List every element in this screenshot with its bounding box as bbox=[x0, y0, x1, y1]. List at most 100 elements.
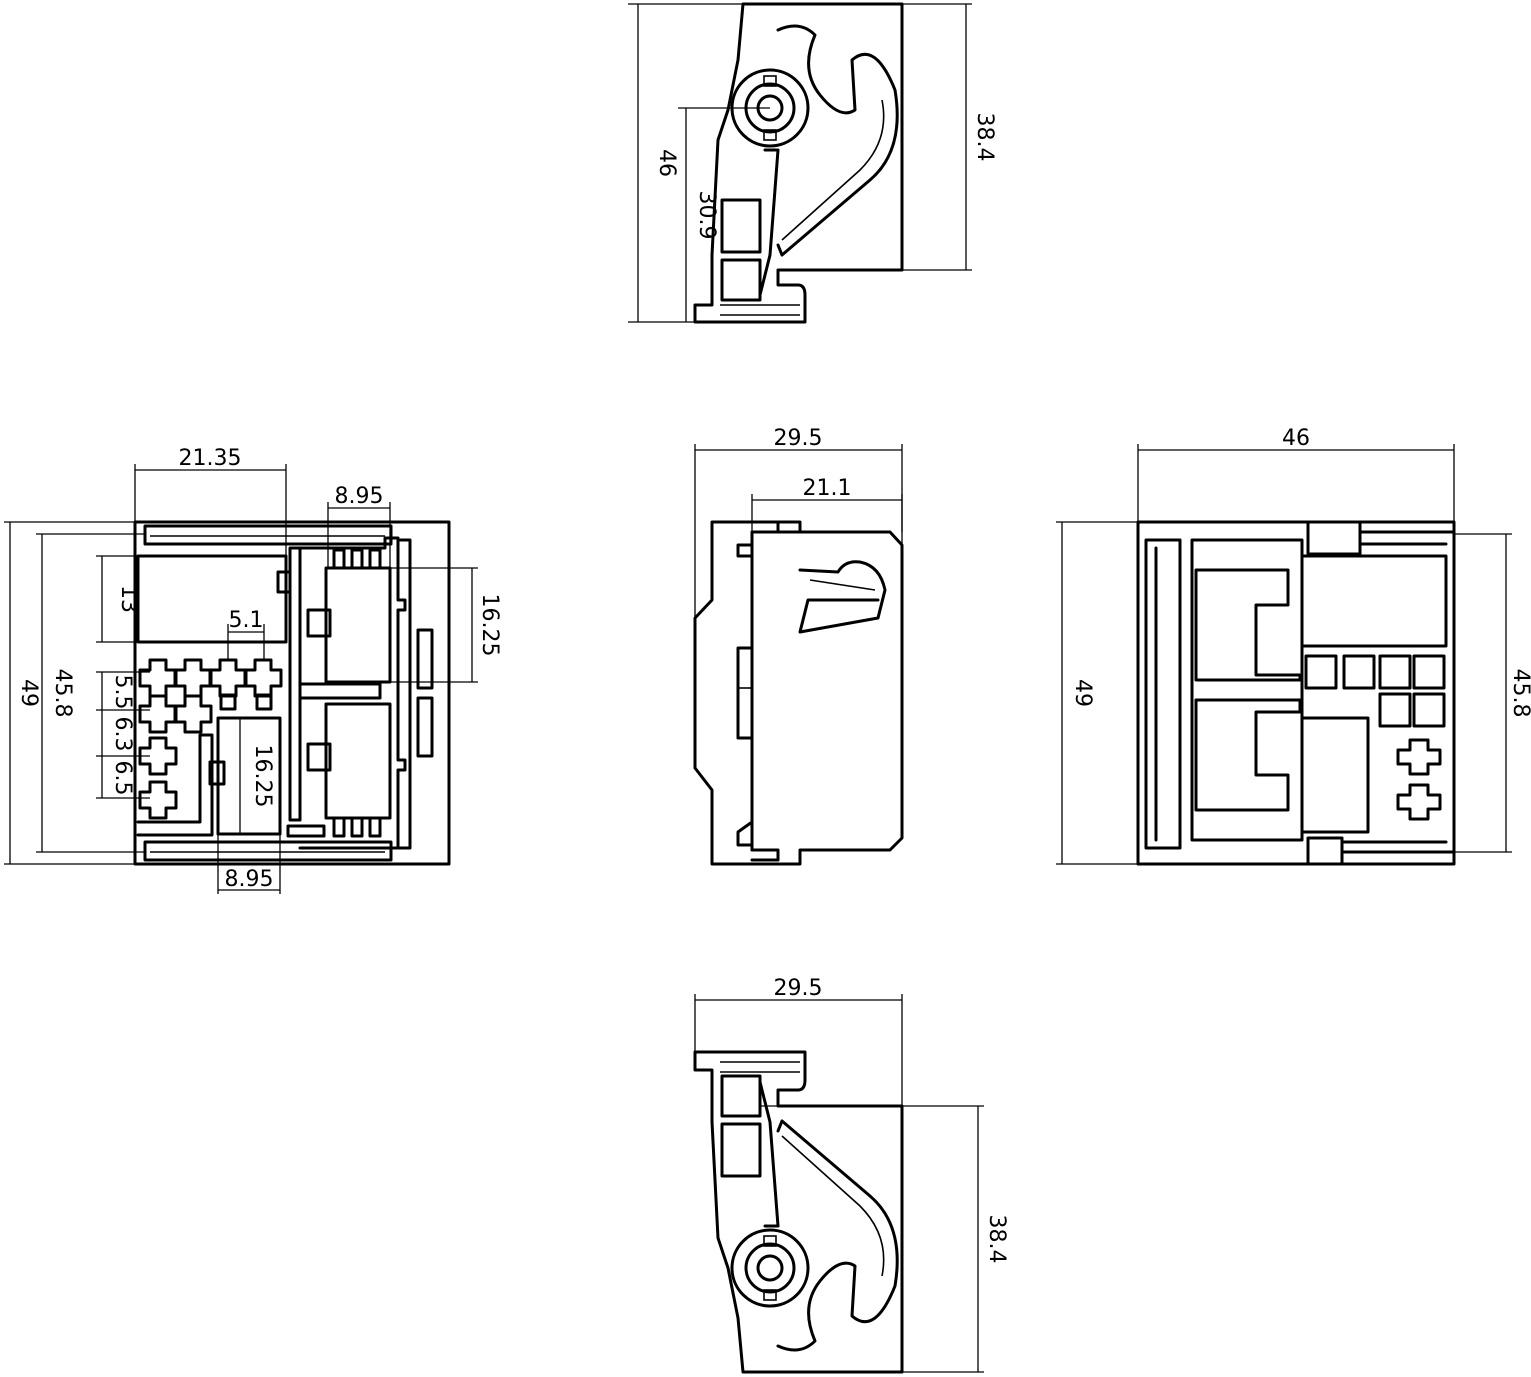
front-view-dim-16-25-right-label: 16.25 bbox=[477, 594, 502, 657]
front-view-pin-r4c1 bbox=[138, 780, 178, 820]
front-view: 21.35 8.95 13 5.1 16.25 16.25 49 45.8 5.… bbox=[4, 446, 502, 894]
front-view-upper-socket-latch bbox=[306, 608, 332, 638]
side-view-top-tab bbox=[736, 520, 780, 558]
bottom-view-hinge-pin bbox=[756, 1254, 784, 1282]
bottom-view-body-outline bbox=[693, 1050, 904, 1374]
side-view-bottom-tab bbox=[736, 820, 780, 862]
bottom-view-hinge-key-bottom bbox=[763, 1289, 777, 1301]
front-view-dim-5-1 bbox=[227, 624, 265, 660]
side-view-outline bbox=[693, 520, 904, 866]
top-view-dim-46 bbox=[628, 3, 743, 323]
side-view-dim-21-1-label: 21.1 bbox=[803, 476, 852, 501]
front-view-dim-21-35-label: 21.35 bbox=[179, 446, 242, 471]
rear-view-pin-2 bbox=[1342, 654, 1376, 690]
top-view-dim-38-4 bbox=[902, 3, 972, 271]
rear-view-pin-8 bbox=[1396, 783, 1442, 821]
side-view-mid-slot bbox=[736, 646, 754, 740]
top-view-dim-46-label: 46 bbox=[654, 149, 679, 177]
front-view-pin-r1c3 bbox=[208, 658, 248, 698]
front-view-dim-6-5-label: 6.5 bbox=[110, 761, 135, 796]
bottom-view-hinge-mid bbox=[744, 1242, 796, 1294]
front-view-pin-slot-4 bbox=[332, 816, 346, 838]
bottom-view-dim-29-5-label: 29.5 bbox=[774, 976, 823, 1001]
rear-view-right-edge bbox=[1444, 530, 1456, 854]
rear-view-socket-lower bbox=[1194, 698, 1302, 812]
front-view-pin-slot-6 bbox=[368, 816, 382, 838]
front-view-dim-8-95-bottom bbox=[217, 834, 281, 894]
bottom-view-rib-1 bbox=[720, 1074, 762, 1118]
front-view-pin-r3c1 bbox=[138, 736, 178, 776]
rear-view-pin-3 bbox=[1378, 654, 1412, 690]
front-view-outline bbox=[133, 520, 451, 866]
bottom-view-hinge-outer bbox=[730, 1228, 810, 1308]
front-view-pin-slot-1 bbox=[332, 548, 346, 570]
rear-view-pin-5 bbox=[1378, 692, 1412, 728]
rear-view-dim-46 bbox=[1137, 444, 1455, 532]
rear-view-pin-6 bbox=[1412, 692, 1446, 728]
front-view-dim-5-5-label: 5.5 bbox=[110, 675, 135, 710]
front-view-lower-socket-right bbox=[324, 702, 392, 820]
front-view-lower-socket-latch bbox=[306, 742, 332, 772]
rear-view-rails bbox=[1342, 530, 1448, 854]
front-view-pin-slot-5 bbox=[350, 816, 364, 838]
front-view-upper-latch bbox=[276, 570, 292, 594]
rear-view-dim-49-label: 49 bbox=[1070, 679, 1095, 707]
front-view-side-slot-2 bbox=[416, 696, 434, 758]
front-view-dim-8-95-bottom-label: 8.95 bbox=[225, 867, 274, 892]
rear-view-dim-46-label: 46 bbox=[1282, 426, 1310, 451]
top-view-hinge-key-bottom bbox=[763, 129, 777, 141]
front-view-dim-5-1-label: 5.1 bbox=[229, 608, 264, 633]
bottom-view-dim-38-4 bbox=[760, 1105, 984, 1373]
front-view-dim-8-95-top bbox=[327, 502, 391, 568]
front-view-pin-r2c2 bbox=[173, 694, 213, 734]
top-view-dim-38-4-label: 38.4 bbox=[972, 113, 997, 162]
top-view-inner-line bbox=[720, 304, 800, 316]
front-view-right-edge bbox=[396, 538, 412, 850]
rear-view-pin-7 bbox=[1396, 738, 1442, 776]
front-view-right-frame bbox=[298, 536, 407, 850]
bottom-view-column bbox=[758, 1080, 780, 1228]
front-view-pin-r2c3 bbox=[219, 693, 237, 711]
front-view-dim-13-label: 13 bbox=[116, 585, 141, 613]
top-view-dim-30-9-label: 30.9 bbox=[694, 191, 719, 240]
top-view: 46 30.9 38.4 bbox=[628, 2, 997, 324]
rear-view-pin-1 bbox=[1304, 654, 1338, 690]
front-view-dim-6-3-label: 6.3 bbox=[110, 717, 135, 752]
front-view-dim-16-25-right bbox=[390, 567, 478, 683]
bottom-view-lever-inner bbox=[781, 1135, 885, 1277]
bottom-view: 29.5 38.4 bbox=[693, 976, 1009, 1374]
front-view-dim-13 bbox=[96, 555, 138, 643]
front-view-pin-r1c4 bbox=[243, 658, 283, 698]
front-view-pin-r2c1 bbox=[138, 694, 178, 734]
rear-view-top-clip bbox=[1306, 520, 1362, 556]
rear-view: 46 49 45.8 bbox=[1056, 426, 1531, 866]
front-view-upper-socket bbox=[324, 566, 392, 684]
front-view-l-guide bbox=[136, 733, 214, 837]
side-view-dim-29-5-label: 29.5 bbox=[774, 426, 823, 451]
rear-view-socket-frame bbox=[1190, 538, 1304, 842]
front-view-dim-21-35 bbox=[134, 464, 287, 600]
rear-view-left-rail bbox=[1144, 538, 1182, 850]
bottom-view-rib-2 bbox=[720, 1122, 762, 1178]
front-view-pin-r2c4 bbox=[255, 693, 273, 711]
rear-view-socket-upper bbox=[1194, 568, 1302, 682]
front-view-pin-r1c2 bbox=[173, 658, 213, 698]
front-view-dim-45-8 bbox=[36, 533, 145, 853]
side-view-body-line bbox=[750, 530, 802, 852]
front-view-dim-49-label: 49 bbox=[16, 679, 41, 707]
top-view-rib-1 bbox=[720, 198, 762, 254]
side-view-lever-inner bbox=[809, 579, 876, 591]
front-view-bottom-rail bbox=[143, 840, 393, 862]
top-view-rib-2 bbox=[720, 258, 762, 302]
front-view-top-rail bbox=[143, 524, 393, 546]
bottom-view-hinge-key-top bbox=[763, 1235, 777, 1247]
top-view-dim-30-9 bbox=[678, 107, 770, 322]
top-view-column bbox=[758, 148, 780, 297]
rear-view-dim-45-8 bbox=[1454, 533, 1512, 853]
bottom-view-dim-29-5 bbox=[694, 994, 903, 1106]
rear-view-bottom-clip bbox=[1306, 836, 1344, 866]
front-view-dim-8-95-top-label: 8.95 bbox=[335, 484, 384, 509]
rear-view-lower-block bbox=[1300, 716, 1370, 834]
front-view-pin-slot-3 bbox=[368, 548, 382, 570]
bottom-view-dim-38-4-label: 38.4 bbox=[984, 1215, 1009, 1264]
